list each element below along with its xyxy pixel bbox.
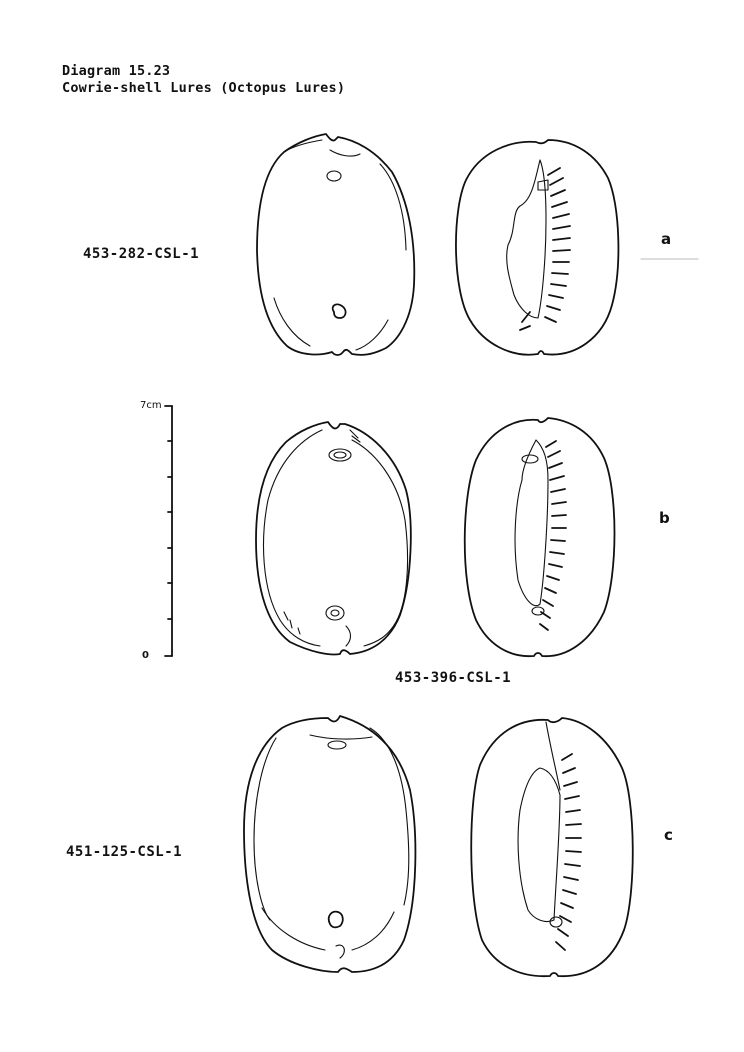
- row-label-c: c: [664, 826, 673, 844]
- row-label-a: a: [661, 230, 672, 248]
- scale-top-label: 7cm: [140, 400, 162, 411]
- shell-a-dorsal: [256, 133, 416, 356]
- shell-b-ventral: [463, 417, 616, 658]
- shell-c-ventral: [470, 717, 634, 978]
- diagram-subtitle: Cowrie-shell Lures (Octopus Lures): [62, 80, 346, 96]
- scale-bottom-label: 0: [142, 650, 149, 661]
- scale-bar: [164, 405, 173, 657]
- row-label-b: b: [659, 509, 670, 527]
- specimen-id-b: 453-396-CSL-1: [395, 670, 512, 686]
- shell-a-ventral: [455, 139, 620, 356]
- specimen-id-c: 451-125-CSL-1: [66, 844, 183, 860]
- shell-c-dorsal: [243, 715, 417, 973]
- shell-b-dorsal: [255, 421, 412, 656]
- specimen-id-a: 453-282-CSL-1: [83, 246, 200, 262]
- diagram-title: Diagram 15.23: [62, 63, 171, 79]
